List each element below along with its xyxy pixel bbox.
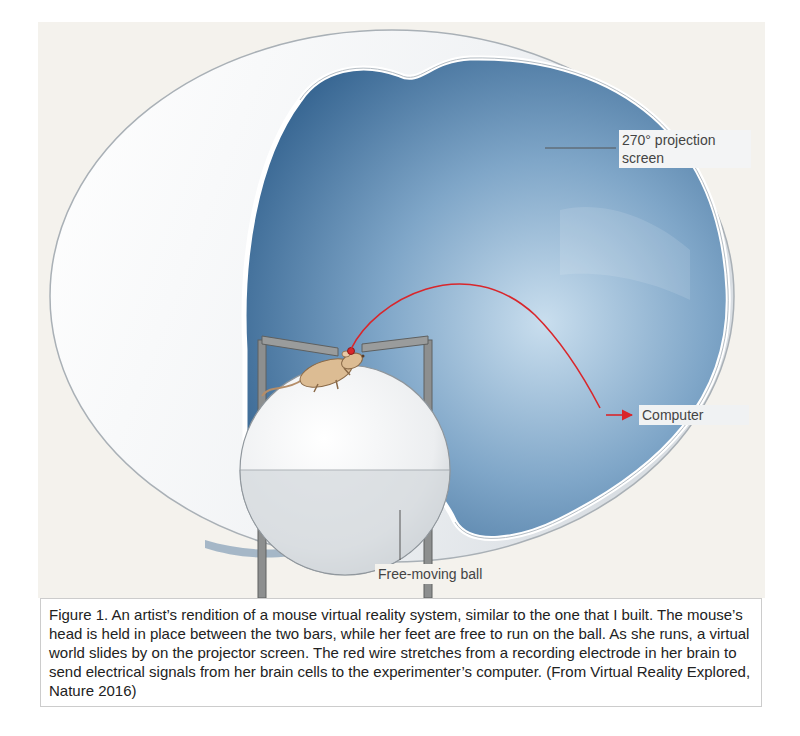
leader-line bbox=[400, 510, 401, 560]
ball-cup bbox=[240, 470, 450, 575]
screen-label: 270° projection screen bbox=[619, 130, 751, 168]
panel-ground bbox=[38, 22, 765, 598]
head-bar bbox=[262, 336, 338, 356]
recording-wire bbox=[351, 284, 600, 408]
mouse bbox=[262, 348, 365, 397]
computer-arrow bbox=[606, 414, 632, 416]
ball-label: Free-moving ball bbox=[375, 564, 535, 584]
free-moving-ball bbox=[240, 365, 450, 575]
leader-line bbox=[545, 148, 616, 149]
virtual-world bbox=[560, 207, 690, 300]
figure-caption: Figure 1. An artist’s rendition of a mou… bbox=[40, 598, 762, 707]
computer-label: Computer bbox=[639, 405, 749, 425]
head-bar bbox=[362, 336, 428, 352]
